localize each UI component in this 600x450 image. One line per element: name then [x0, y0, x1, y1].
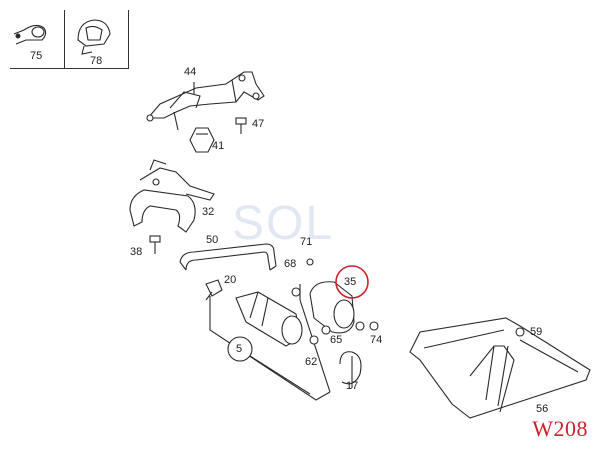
clip-75-drawing: [13, 24, 47, 45]
callout-circle-5: [227, 336, 253, 362]
highlight-circle-35: [335, 265, 369, 299]
label-65[interactable]: 65: [330, 334, 343, 346]
clip-78-drawing: [77, 19, 111, 55]
label-38[interactable]: 38: [130, 246, 143, 258]
label-41[interactable]: 41: [212, 140, 225, 152]
label-62[interactable]: 62: [305, 356, 318, 368]
shield-56-drawing: [409, 317, 591, 419]
label-44[interactable]: 44: [184, 66, 197, 78]
label-32[interactable]: 32: [202, 206, 215, 218]
clamp-32-drawing: [129, 159, 215, 233]
label-5[interactable]: 5: [236, 343, 243, 355]
label-56[interactable]: 56: [536, 403, 549, 415]
fitting-20-drawing: [205, 279, 223, 301]
watermark-logo: SOL: [232, 197, 335, 250]
label-59[interactable]: 59: [530, 326, 543, 338]
bracket-44-drawing: [146, 71, 265, 131]
label-68[interactable]: 68: [284, 258, 297, 270]
label-50[interactable]: 50: [206, 234, 219, 246]
bolt-38-drawing: [149, 235, 161, 254]
label-71[interactable]: 71: [300, 236, 313, 248]
label-35[interactable]: 35: [344, 276, 357, 288]
label-75[interactable]: 75: [30, 50, 43, 62]
label-74[interactable]: 74: [370, 334, 383, 346]
mount-41-drawing: [189, 127, 215, 153]
label-20[interactable]: 20: [224, 274, 237, 286]
label-78[interactable]: 78: [90, 55, 103, 67]
hose-50-drawing: [179, 243, 277, 271]
bolt-47-drawing: [235, 117, 247, 134]
label-17[interactable]: 17: [346, 380, 359, 392]
filter-assembly-drawing: [209, 258, 379, 401]
label-47[interactable]: 47: [252, 118, 265, 130]
model-code: W208: [532, 416, 588, 441]
inset-divider: [64, 10, 65, 68]
